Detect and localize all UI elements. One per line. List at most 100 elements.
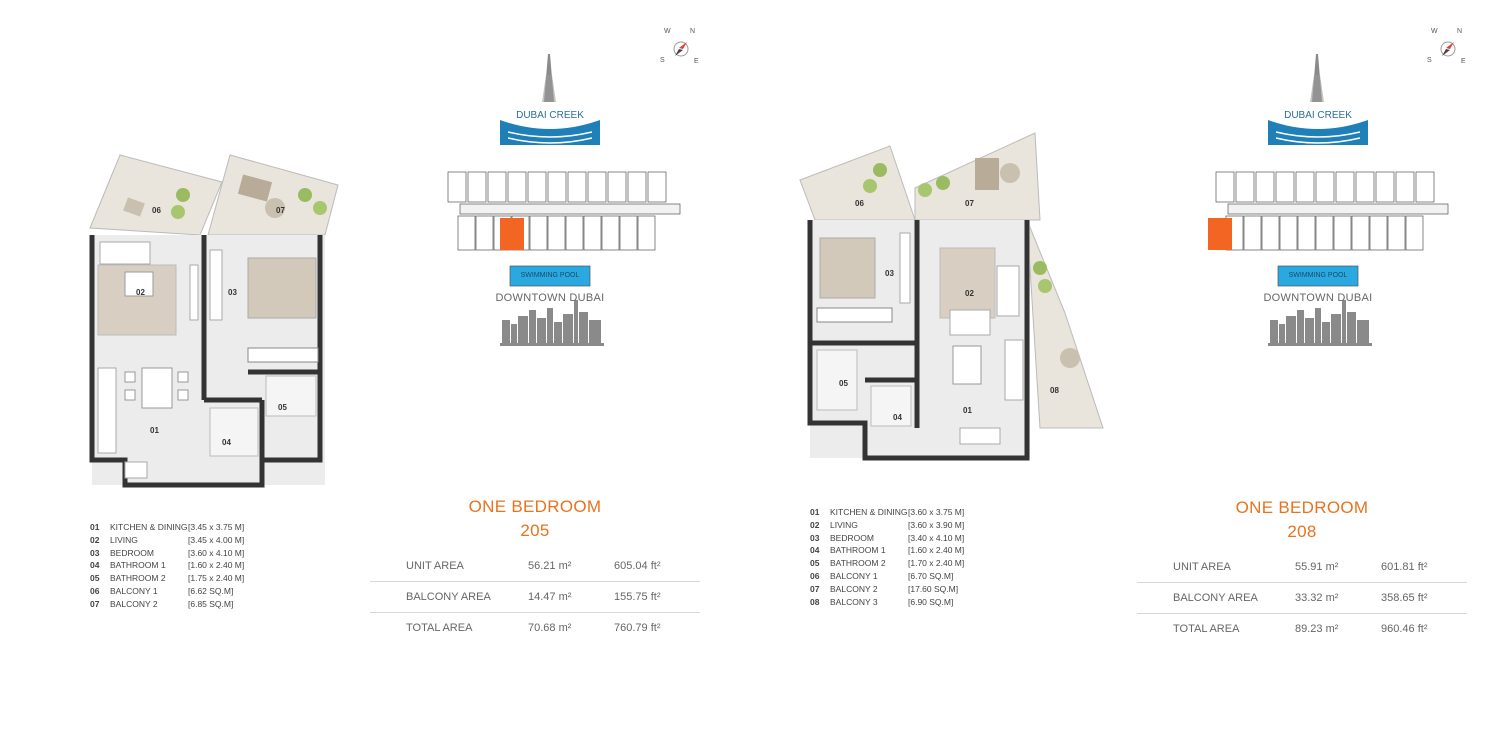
legend-dim: [6.85 SQ.M] xyxy=(188,598,234,609)
unit-highlight xyxy=(500,218,524,250)
area-ft2: 960.46 ft² xyxy=(1381,623,1428,635)
balcony-06 xyxy=(89,154,223,236)
legend-dim: [6.90 SQ.M] xyxy=(908,596,954,607)
swimming-pool-label: SWIMMING POOL xyxy=(520,272,580,279)
legend-name: KITCHEN & DINING xyxy=(830,507,908,517)
legend-name: BATHROOM 1 xyxy=(830,545,886,556)
legend-num: 03 xyxy=(90,547,100,558)
legend-name: BATHROOM 2 xyxy=(110,573,166,584)
compass-w: W xyxy=(664,28,671,35)
legend-dim: [17.60 SQ.M] xyxy=(908,583,959,594)
legend-dim: [1.60 x 2.40 M] xyxy=(188,560,245,571)
legend-name: BALCONY 1 xyxy=(110,585,158,596)
legend-num: 05 xyxy=(810,558,820,569)
room-label: 08 xyxy=(1050,386,1059,395)
room-label: 04 xyxy=(893,413,902,422)
skyline-icon xyxy=(500,300,604,346)
floor-plan-205: 02 03 01 04 05 06 07 xyxy=(89,154,339,488)
legend-num: 02 xyxy=(810,519,820,530)
area-label: TOTAL AREA xyxy=(1173,623,1240,635)
area-label: UNIT AREA xyxy=(1173,561,1231,573)
compass-icon xyxy=(1440,41,1456,57)
legend-row: 01 KITCHEN & DINING[3.60 x 3.75 M] xyxy=(810,507,1030,520)
compass-n: N xyxy=(690,28,696,35)
area-m2: 55.91 m² xyxy=(1295,561,1339,573)
room-label: 02 xyxy=(136,288,145,297)
building-outline xyxy=(447,171,681,251)
legend-num: 05 xyxy=(90,573,100,584)
legend-row: 07 BALCONY 2 [17.60 SQ.M] xyxy=(810,584,1030,597)
legend-name: BALCONY 2 xyxy=(110,598,158,609)
swimming-pool-label: SWIMMING POOL xyxy=(1288,272,1348,279)
dubai-creek-banner xyxy=(1268,118,1368,145)
legend-row: 03 BEDROOM [3.60 x 4.10 M] xyxy=(90,548,310,561)
legend-num: 07 xyxy=(90,598,100,609)
room-label: 04 xyxy=(222,438,231,447)
floor-plan-208: 03 02 01 05 04 06 07 08 xyxy=(799,132,1104,461)
legend-name: BEDROOM xyxy=(110,547,154,558)
legend-num: 08 xyxy=(810,596,820,607)
area-m2: 14.47 m² xyxy=(528,591,572,603)
legend-num: 02 xyxy=(90,534,100,545)
compass-w: W xyxy=(1431,28,1438,35)
area-label: UNIT AREA xyxy=(406,560,464,572)
balcony-07 xyxy=(207,154,339,236)
swimming-pool xyxy=(1277,265,1359,287)
compass-e: E xyxy=(694,58,699,65)
area-ft2: 605.04 ft² xyxy=(614,560,661,572)
legend-dim: [6.62 SQ.M] xyxy=(188,585,234,596)
downtown-dubai-label: DOWNTOWN DUBAI xyxy=(495,292,605,304)
unit-type: ONE BEDROOM xyxy=(1235,498,1369,517)
legend-row: 07 BALCONY 2 [6.85 SQ.M] xyxy=(90,599,310,612)
compass-icon xyxy=(673,41,689,57)
burj-khalifa-icon xyxy=(1310,54,1324,102)
legend-num: 07 xyxy=(810,583,820,594)
burj-khalifa-icon xyxy=(542,54,556,102)
unit-title-205: ONE BEDROOM 205 xyxy=(435,495,635,543)
compass-n: N xyxy=(1457,28,1463,35)
legend-num: 01 xyxy=(810,507,820,517)
area-m2: 89.23 m² xyxy=(1295,623,1339,635)
legend-name: BALCONY 3 xyxy=(830,596,878,607)
area-m2: 33.32 m² xyxy=(1295,592,1339,604)
downtown-dubai-label: DOWNTOWN DUBAI xyxy=(1263,292,1373,304)
room-label: 06 xyxy=(152,206,161,215)
building-outline xyxy=(1215,171,1449,251)
legend-num: 04 xyxy=(90,560,100,571)
room-label: 03 xyxy=(228,288,237,297)
unit-highlight xyxy=(1208,218,1232,250)
room-label: 05 xyxy=(839,379,848,388)
area-row: TOTAL AREA 89.23 m² 960.46 ft² xyxy=(1137,614,1467,644)
legend-dim: [3.60 x 4.10 M] xyxy=(188,547,245,558)
room-label: 02 xyxy=(965,289,974,298)
legend-name: KITCHEN & DINING xyxy=(110,522,188,532)
legend-name: BATHROOM 2 xyxy=(830,558,886,569)
legend-name: BALCONY 1 xyxy=(830,570,878,581)
legend-num: 01 xyxy=(90,522,100,532)
unit-number: 205 xyxy=(520,521,550,540)
legend-name: LIVING xyxy=(110,534,138,545)
balcony-08 xyxy=(1026,219,1104,429)
room-label: 05 xyxy=(278,403,287,412)
room-label: 03 xyxy=(885,269,894,278)
legend-num: 04 xyxy=(810,545,820,556)
legend-dim: [3.60 x 3.75 M] xyxy=(908,507,965,517)
unit-title-208: ONE BEDROOM 208 xyxy=(1202,496,1402,544)
legend-name: BALCONY 2 xyxy=(830,583,878,594)
compass-e: E xyxy=(1461,58,1466,65)
legend-name: LIVING xyxy=(830,519,858,530)
dubai-creek-banner xyxy=(500,118,600,145)
